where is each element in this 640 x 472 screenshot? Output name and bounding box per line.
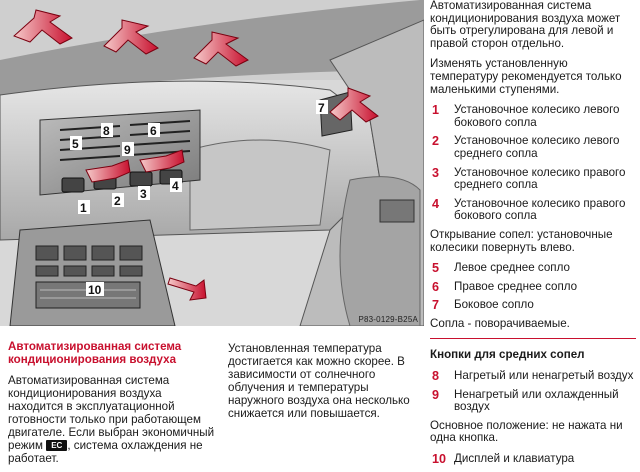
callout-7: 7	[318, 101, 325, 115]
intro-text: Автоматизированная система кондициониров…	[430, 0, 621, 50]
advice-text: Изменять установленную температуру реком…	[430, 57, 622, 96]
temperature-text: Установленная температура достигается ка…	[228, 342, 410, 420]
callout-3: 3	[140, 187, 147, 201]
bottom-middle-column: Установленная температура достигается ка…	[228, 342, 424, 420]
ec-button-icon: EC	[46, 440, 68, 451]
callout-4: 4	[172, 179, 179, 193]
ac-text-after: , система охлаждения не работает.	[8, 439, 203, 465]
callout-6: 6	[150, 124, 157, 138]
section-divider	[430, 338, 636, 340]
callout-8: 8	[103, 124, 110, 138]
bottom-left-column: Автоматизированная система кондициониров…	[8, 340, 218, 465]
callout-9: 9	[124, 143, 131, 157]
ac-description: Автоматизированная система кондициониров…	[8, 374, 218, 465]
open-note: Открывание сопел: установочные колесики …	[430, 227, 613, 254]
buttons-heading: Кнопки для средних сопел	[430, 348, 585, 362]
callout-10: 10	[88, 283, 102, 297]
section-heading: Автоматизированная система кондициониров…	[8, 340, 182, 366]
callout-1: 1	[80, 201, 87, 215]
figure-code: P83-0129-B25A	[358, 315, 418, 324]
right-column: Автоматизированная система кондициониров…	[430, 0, 636, 472]
basic-note: Основное положение: не нажата ни одна кн…	[430, 418, 623, 445]
callout-5: 5	[72, 137, 79, 151]
callout-2: 2	[114, 194, 121, 208]
ac-text-before: Автоматизированная система кондициониров…	[8, 374, 215, 452]
dashboard-illustration: 5 8 6 9 1 2 3 4 7 10 P83-0129-B25A	[0, 0, 424, 326]
dashboard-drawing: 5 8 6 9 1 2 3 4 7 10	[0, 0, 424, 326]
rotate-note: Сопла - поворачиваемые.	[430, 316, 570, 330]
